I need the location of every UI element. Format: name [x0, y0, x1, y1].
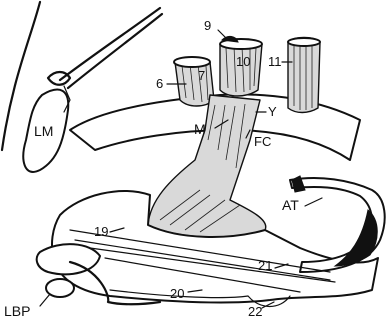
label-11: 11 [268, 54, 282, 69]
leader-9 [218, 30, 226, 38]
leader-at [305, 198, 322, 206]
label-20: 20 [170, 286, 184, 301]
label-22: 22 [248, 304, 262, 319]
label-21: 21 [258, 258, 272, 273]
label-lbp: LBP [4, 303, 30, 319]
label-lm: LM [34, 123, 53, 139]
label-7: 7 [198, 68, 205, 83]
label-19: 19 [94, 224, 108, 239]
label-9: 9 [204, 18, 211, 33]
upper-rod-inner [68, 14, 162, 88]
muscle-11-cap [288, 38, 320, 46]
muscle-7-cap [174, 57, 210, 67]
label-fc: FC [254, 134, 271, 149]
label-m: M [194, 121, 206, 137]
label-at: AT [282, 197, 299, 213]
upper-rod [60, 8, 160, 80]
label-y: Y [268, 104, 277, 119]
leader-22 [262, 302, 274, 308]
label-10: 10 [236, 54, 250, 69]
leader-lbp [40, 294, 50, 306]
muscle-11 [288, 38, 320, 113]
lm-cup [48, 72, 70, 85]
label-6: 6 [156, 76, 163, 91]
